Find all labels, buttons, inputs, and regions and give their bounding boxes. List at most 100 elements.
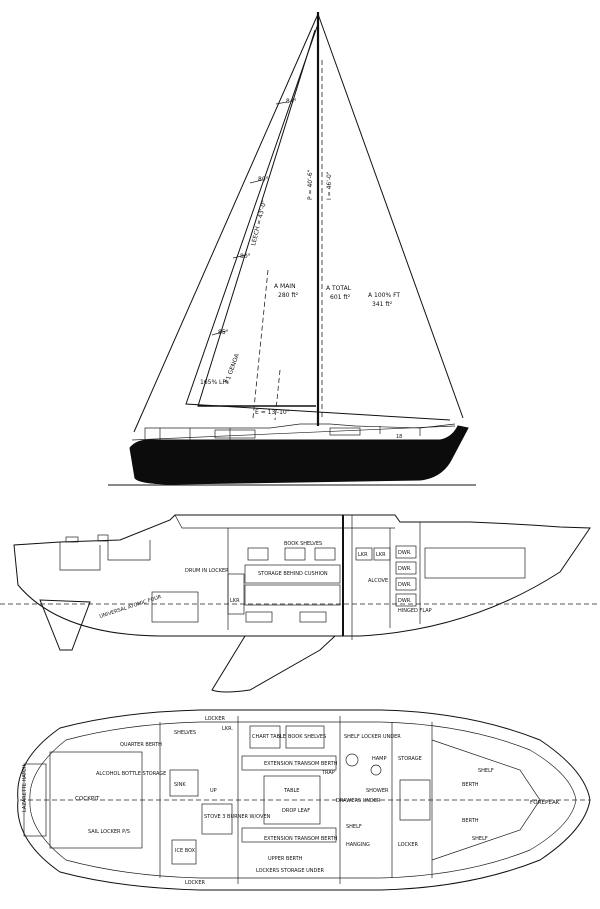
angle-mid-upper-label: 80° bbox=[258, 176, 269, 183]
galley-box bbox=[227, 573, 245, 615]
upper-berth-label: UPPER BERTH bbox=[268, 856, 303, 862]
lazarette-label: LAZARETTE HATCH bbox=[22, 764, 28, 812]
batten-4 bbox=[211, 330, 227, 336]
keel bbox=[211, 635, 336, 693]
shelf-fwd-top-label: SHELF bbox=[478, 768, 494, 774]
stove-box bbox=[201, 803, 233, 835]
hull-profile bbox=[129, 425, 469, 485]
winch bbox=[65, 536, 79, 543]
shelf-bottom-label: SHELF bbox=[346, 824, 362, 830]
dwr-label-2: DWR. bbox=[398, 566, 412, 572]
a-main-value: 280 ft² bbox=[278, 292, 299, 299]
genoa-value: 18 bbox=[396, 434, 402, 440]
deck-rails bbox=[144, 423, 456, 440]
angle-top-label: 84° bbox=[286, 98, 297, 105]
book-shelves-label: BOOK SHELVES bbox=[284, 541, 322, 547]
sink-label: SINK bbox=[174, 782, 186, 788]
shelf-fwd-bottom-label: SHELF bbox=[472, 836, 488, 842]
drawers-under-label: DRAWERS UNDER bbox=[336, 798, 381, 804]
shelf-box-5 bbox=[299, 611, 327, 623]
toilet-icon bbox=[345, 753, 359, 767]
lp-label: 165% LP bbox=[200, 379, 226, 386]
lkr-box-2 bbox=[373, 547, 391, 561]
winch-2 bbox=[97, 534, 109, 542]
main-centroid-line bbox=[252, 269, 269, 419]
engine bbox=[151, 591, 199, 623]
berth-top-label: BERTH bbox=[462, 782, 479, 788]
ext-berth-top-label: EXTENSION TRANSOM BERTH bbox=[264, 761, 338, 767]
lkr-label-1: LKR bbox=[358, 552, 368, 558]
inboard-profile: DRUM IN LOCKER UNIVERSAL ATOMIC FOUR BOO… bbox=[0, 514, 600, 693]
ext-berth-bottom-label: EXTENSION TRANSOM BERTH bbox=[264, 836, 338, 842]
p-dim-label: P = 40'-6" bbox=[307, 169, 314, 200]
book-shelves-plan-label: BOOK SHELVES bbox=[288, 734, 326, 740]
chart-table-box bbox=[249, 725, 281, 749]
shelf-box-1 bbox=[247, 547, 269, 561]
ice-box-outline bbox=[171, 839, 197, 865]
forestay bbox=[317, 13, 464, 419]
hinged-flap-label: HINGED FLAP bbox=[398, 608, 432, 614]
lower-settee bbox=[241, 827, 337, 843]
shelves-label: SHELVES bbox=[174, 730, 196, 736]
basin-icon bbox=[370, 764, 382, 776]
drum-locker-label: DRUM IN LOCKER bbox=[185, 568, 229, 574]
berth-bottom-label: BERTH bbox=[462, 818, 479, 824]
dwr-box-2 bbox=[395, 561, 417, 575]
backstay bbox=[133, 13, 319, 433]
angle-mid-label: 80° bbox=[240, 253, 251, 260]
forepeak-box bbox=[399, 779, 431, 821]
book-shelf-box bbox=[285, 725, 325, 749]
dwr-label-3: DWR. bbox=[398, 582, 412, 588]
upper-settee bbox=[241, 755, 337, 771]
alcove-label: ALCOVE bbox=[368, 578, 388, 584]
dwr-label-4: DWR. bbox=[398, 598, 412, 604]
rudder bbox=[39, 599, 91, 651]
locker-right-label: LOCKER bbox=[398, 842, 418, 848]
sail-plan: 84° 80° 80° 85° LEECH = 43'-0" P = 40'-6… bbox=[108, 12, 476, 486]
dwr-box-4 bbox=[395, 593, 417, 607]
drop-leaf-label: DROP LEAF bbox=[282, 808, 310, 814]
hamp-label: HAMP bbox=[372, 756, 387, 762]
angle-low-label: 85° bbox=[218, 329, 229, 336]
lkr-box-1 bbox=[355, 547, 373, 561]
shower-label: SHOWER bbox=[366, 788, 389, 794]
a-total-value: 601 ft² bbox=[330, 294, 351, 301]
cockpit-label: COCKPIT bbox=[75, 796, 100, 802]
table-label: TABLE bbox=[283, 788, 299, 794]
profile-cabin bbox=[174, 514, 395, 529]
i-dim-label: I = 46'-0" bbox=[326, 171, 333, 200]
batten-3 bbox=[232, 254, 247, 259]
ice-box-label: ICE BOX bbox=[175, 848, 196, 854]
accommodation-plan: LAZARETTE HATCH COCKPIT SAIL LOCKER P/S … bbox=[17, 709, 591, 891]
dwr-box-1 bbox=[395, 545, 417, 559]
dwr-label-1: DWR. bbox=[398, 550, 412, 556]
a-total-label: A TOTAL bbox=[326, 285, 352, 292]
sail-locker-label: SAIL LOCKER P/S bbox=[88, 829, 130, 835]
shelf-locker-label: SHELF LOCKER UNDER bbox=[344, 734, 401, 740]
locker-bottom-label: LOCKER bbox=[185, 880, 205, 886]
universal-label: UNIVERSAL ATOMIC FOUR bbox=[99, 594, 163, 620]
forepeak-label: FOREPEAK bbox=[530, 800, 560, 806]
locker-top-label: LOCKER bbox=[205, 716, 225, 722]
lkr-low-label: LKR bbox=[230, 598, 240, 604]
shelf-box-3 bbox=[314, 547, 336, 561]
sheer-line bbox=[131, 425, 456, 441]
a-main-label: A MAIN bbox=[274, 283, 296, 290]
dwr-box-3 bbox=[395, 577, 417, 591]
sink-box bbox=[169, 769, 199, 797]
stove-label: STOVE 3 BURNER W/OVEN bbox=[204, 814, 271, 820]
settee-back bbox=[244, 564, 341, 584]
vee-berth bbox=[424, 547, 526, 579]
shelf-box-4 bbox=[245, 611, 273, 623]
lkr-top-label: LKR. bbox=[222, 726, 233, 732]
settee bbox=[244, 584, 341, 606]
genoa-sail bbox=[185, 23, 451, 421]
cockpit-well bbox=[59, 540, 151, 571]
a-fore-value: 341 ft² bbox=[372, 301, 393, 308]
batten-2 bbox=[249, 179, 263, 184]
storage-cushion-label: STORAGE BEHIND CUSHION bbox=[258, 571, 328, 577]
hanging-label: HANGING bbox=[346, 842, 370, 848]
cabin-trunk bbox=[214, 429, 256, 439]
